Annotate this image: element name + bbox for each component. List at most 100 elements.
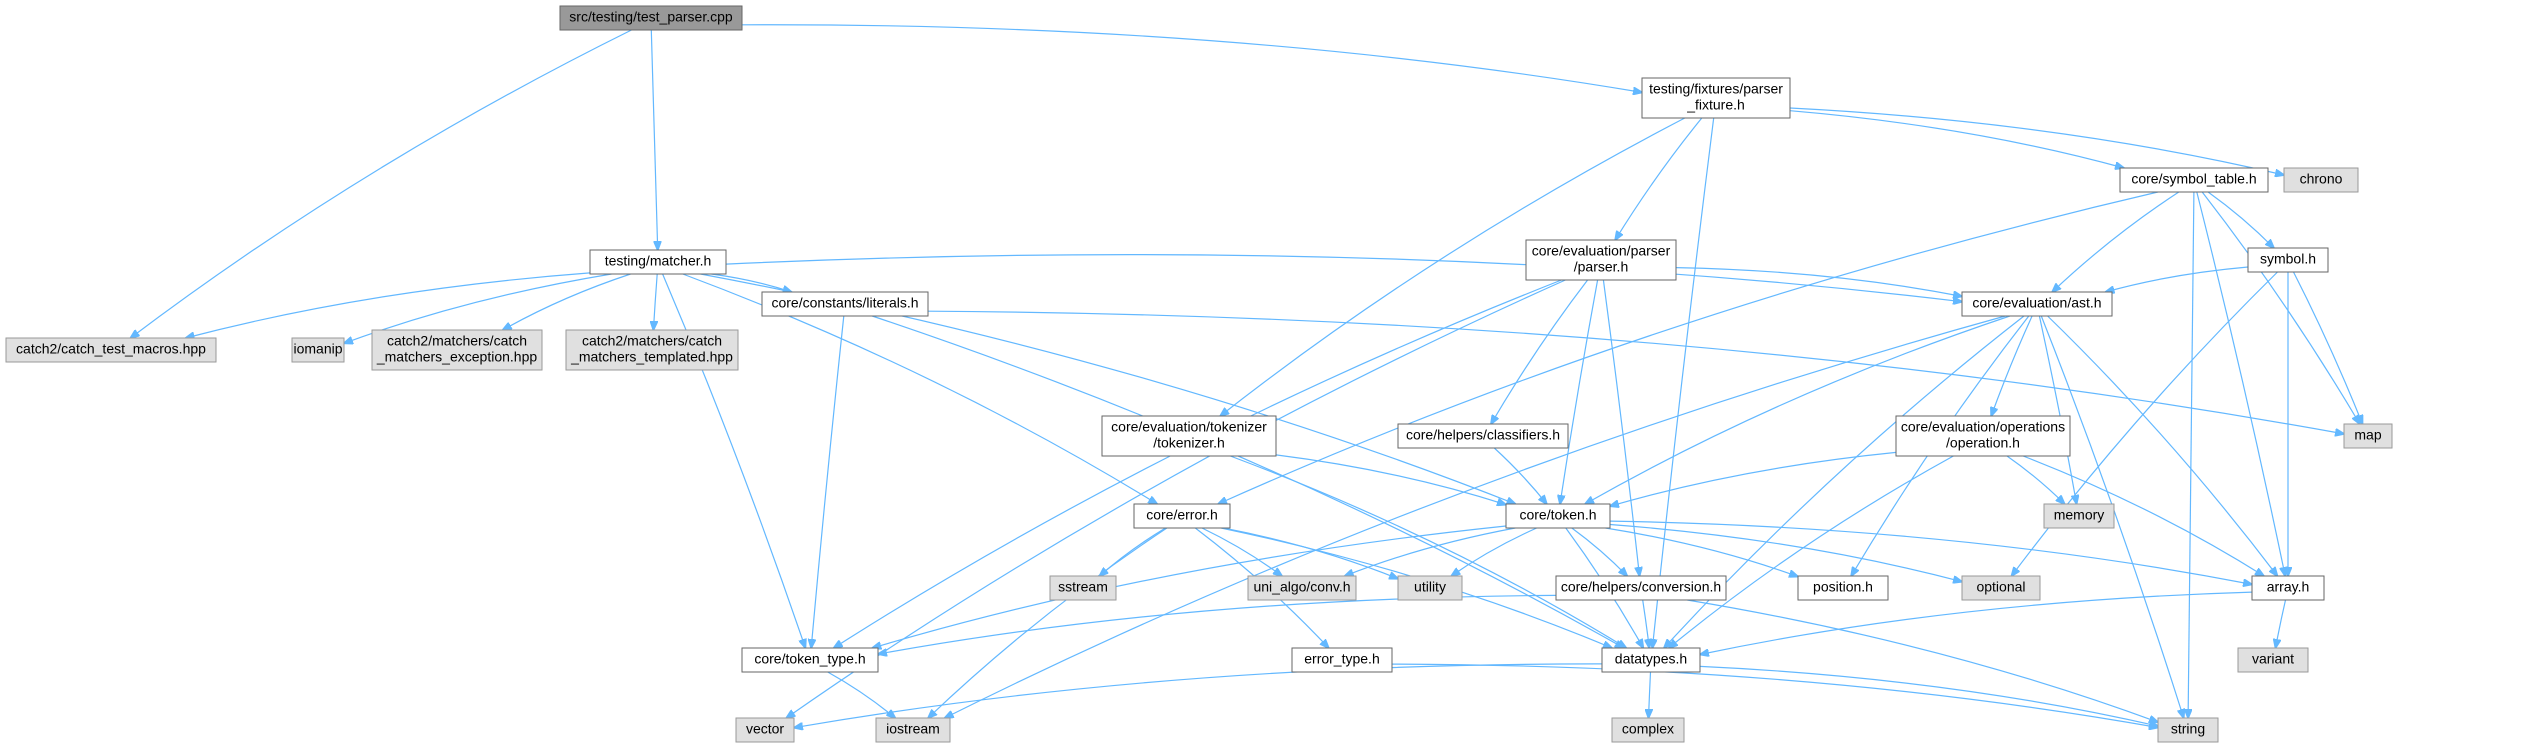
edge-error_h-to-iostream [928,527,1168,718]
node-catch_test_macros: catch2/catch_test_macros.hpp [5,337,217,363]
node-box [1397,575,1463,601]
edge-layer [131,24,2363,728]
edge-token_h-to-position_h [1605,527,1799,577]
node-label: chrono [2300,171,2343,187]
node-box [2283,167,2359,193]
node-box [2119,167,2269,193]
edge-parser_h-to-token_h [1560,279,1599,504]
edge-symbol_table-to-map [2201,191,2360,424]
node-label: core/evaluation/ast.h [1972,295,2101,311]
node-operation_h[interactable]: core/evaluation/operations/operation.h [1895,415,2071,457]
node-position_h[interactable]: position.h [1797,575,1889,601]
node-error_type_h[interactable]: error_type.h [1291,647,1393,673]
edge-token_h-to-conversion_h [1571,527,1627,576]
node-label: symbol.h [2260,251,2316,267]
edge-error_h-to-uni_algo [1201,527,1282,576]
edge-datatypes_h-to-vector [794,663,1603,728]
node-matcher[interactable]: testing/matcher.h [589,249,727,275]
node-complex: complex [1611,717,1685,743]
node-iostream: iostream [875,717,951,743]
node-string: string [2157,717,2219,743]
node-parser_h[interactable]: core/evaluation/parser/parser.h [1525,239,1677,281]
node-label: core/evaluation/parser [1532,243,1671,259]
node-box [1601,647,1701,673]
node-label: catch2/matchers/catch [582,333,722,349]
node-box [1797,575,1889,601]
edge-token_h-to-token_type_h [872,525,1507,648]
edge-matcher-to-token_type_h [662,273,806,648]
node-box [2251,575,2325,601]
node-optional: optional [1961,575,2041,601]
edge-datatypes_h-to-string [1699,665,2158,726]
node-token_type_h[interactable]: core/token_type.h [741,647,879,673]
node-box [1525,239,1677,281]
node-label: uni_algo/conv.h [1253,579,1350,595]
node-conversion_h[interactable]: core/helpers/conversion.h [1555,575,1727,601]
node-box [1961,575,2041,601]
node-symbol_table[interactable]: core/symbol_table.h [2119,167,2269,193]
node-parser_fixture[interactable]: testing/fixtures/parser_fixture.h [1641,77,1791,119]
node-label: vector [746,721,784,737]
node-box [589,249,727,275]
node-label: datatypes.h [1615,651,1687,667]
node-ast_h[interactable]: core/evaluation/ast.h [1961,291,2113,317]
node-box [1641,77,1791,119]
node-label: core/error.h [1146,507,1218,523]
node-memory: memory [2043,503,2115,529]
node-classifiers_h[interactable]: core/helpers/classifiers.h [1397,423,1569,449]
node-box [1133,503,1231,529]
node-box [1961,291,2113,317]
node-variant: variant [2237,647,2309,673]
node-box [2343,423,2393,449]
node-iomanip: iomanip [291,337,345,363]
node-symbol_h[interactable]: symbol.h [2247,247,2329,273]
node-label: core/evaluation/tokenizer [1111,419,1267,435]
node-utility: utility [1397,575,1463,601]
edge-matcher-to-catch_test_macros [186,272,591,338]
node-label: src/testing/test_parser.cpp [569,9,733,25]
edge-conversion_h-to-datatypes_h [1642,599,1650,648]
node-box [1397,423,1569,449]
node-root[interactable]: src/testing/test_parser.cpp [559,5,743,31]
node-literals[interactable]: core/constants/literals.h [761,291,929,317]
node-label: core/symbol_table.h [2131,171,2256,187]
edge-ast_h-to-array_h [2047,315,2278,576]
edge-parser_fixture-to-symbol_table [1789,110,2124,168]
node-box [761,291,929,317]
node-label: core/evaluation/operations [1901,419,2065,435]
node-label: _fixture.h [1686,97,1745,113]
node-label: core/token.h [1519,507,1596,523]
node-catch_matchers_exception: catch2/matchers/catch_matchers_exception… [371,329,543,371]
node-label: catch2/catch_test_macros.hpp [16,341,206,357]
edge-array_h-to-variant [2276,599,2287,648]
node-label: core/token_type.h [754,651,865,667]
edge-symbol_table-to-ast_h [2052,191,2180,292]
edge-matcher-to-literals [711,273,791,292]
node-box [2247,247,2329,273]
node-label: memory [2054,507,2105,523]
node-catch_matchers_templated: catch2/matchers/catch_matchers_templated… [565,329,739,371]
node-box [2237,647,2309,673]
node-label: catch2/matchers/catch [387,333,527,349]
edge-ast_h-to-operation_h [1991,315,2033,416]
node-label: testing/matcher.h [605,253,712,269]
node-layer: src/testing/test_parser.cpp testing/fixtu… [5,5,2393,743]
edge-conversion_h-to-string [1687,599,2158,722]
node-label: map [2354,427,2381,443]
edge-parser_fixture-to-tokenizer_h [1220,117,1686,416]
node-label: iomanip [293,341,342,357]
node-label: optional [1976,579,2025,595]
node-box [1611,717,1685,743]
edge-tokenizer_h-to-token_h [1275,454,1506,505]
node-label: /parser.h [1574,259,1628,275]
node-sstream: sstream [1049,575,1117,601]
node-label: core/constants/literals.h [771,295,918,311]
node-datatypes_h[interactable]: datatypes.h [1601,647,1701,673]
node-token_h[interactable]: core/token.h [1505,503,1611,529]
node-label: core/helpers/classifiers.h [1406,427,1560,443]
node-error_h[interactable]: core/error.h [1133,503,1231,529]
node-tokenizer_h[interactable]: core/evaluation/tokenizer/tokenizer.h [1101,415,1277,457]
node-label: array.h [2267,579,2310,595]
node-array_h[interactable]: array.h [2251,575,2325,601]
